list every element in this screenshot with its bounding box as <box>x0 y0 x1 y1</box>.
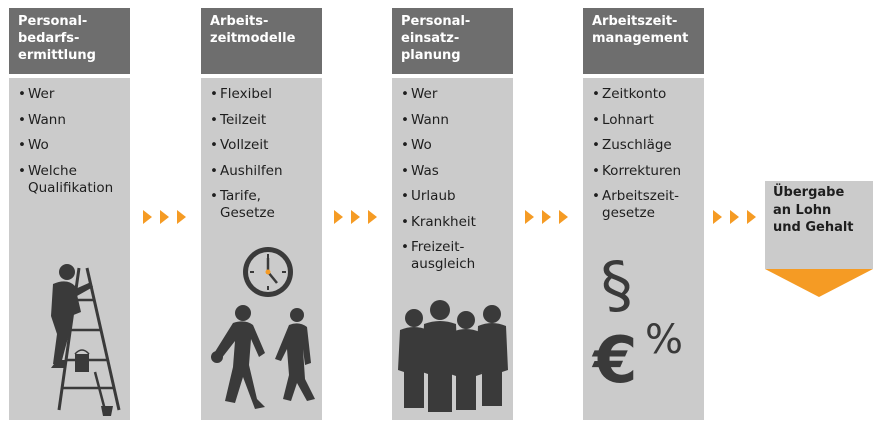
title-line: Personal- <box>18 14 88 29</box>
list-item: Arbeitszeit- gesetze <box>592 188 681 222</box>
column-title: Personal- bedarfs- ermittlung <box>18 13 96 64</box>
list-item: Wo <box>401 137 476 154</box>
list-item: Wer <box>18 86 113 103</box>
list-item: Aushilfen <box>210 163 283 180</box>
column-arbeitszeitmanagement: Arbeitszeit- management Zeitkonto Lohnar… <box>583 8 704 420</box>
flow-arrows <box>334 210 382 226</box>
result-title: Übergabe an Lohn und Gehalt <box>773 184 854 237</box>
title-line: bedarfs- <box>18 31 80 46</box>
chevron-right-icon <box>143 210 152 224</box>
chevron-right-icon <box>351 210 360 224</box>
list-item: Zeitkonto <box>592 86 681 103</box>
bullet-list: Wer Wann Wo Welche Qualifikation <box>9 86 113 205</box>
column-header: Arbeitszeit- management <box>583 8 704 74</box>
list-item: Korrekturen <box>592 163 681 180</box>
chevron-right-icon <box>730 210 739 224</box>
chevron-right-icon <box>559 210 568 224</box>
clock-icon <box>243 247 293 297</box>
column-header: Personal- einsatz- planung <box>392 8 513 74</box>
chevron-right-icon <box>334 210 343 224</box>
list-item: Teilzeit <box>210 112 283 129</box>
title-line: Arbeits- <box>210 14 269 29</box>
chevron-right-icon <box>747 210 756 224</box>
chevron-right-icon <box>525 210 534 224</box>
column-title: Personal- einsatz- planung <box>401 13 470 64</box>
chevron-right-icon <box>177 210 186 224</box>
worker-on-ladder-icon <box>51 264 121 416</box>
list-item: Wer <box>401 86 476 103</box>
chevron-right-icon <box>160 210 169 224</box>
list-item: Wann <box>401 112 476 129</box>
header-divider <box>9 74 130 78</box>
paragraph-symbol-icon: § <box>596 246 637 323</box>
down-arrow-icon <box>765 269 873 297</box>
column-title: Arbeits- zeitmodelle <box>210 13 295 47</box>
list-item: Wann <box>18 112 113 129</box>
list-item: Freizeit- ausgleich <box>401 239 476 273</box>
title-line: Übergabe <box>773 185 845 200</box>
title-line: und Gehalt <box>773 220 854 235</box>
list-item: Flexibel <box>210 86 283 103</box>
percent-symbol-icon: % <box>645 317 684 363</box>
euro-symbol-icon: € <box>593 324 638 398</box>
list-item: Welche Qualifikation <box>18 163 113 197</box>
chevron-right-icon <box>368 210 377 224</box>
title-line: ermittlung <box>18 48 96 63</box>
chevron-right-icon <box>542 210 551 224</box>
column-arbeitszeitmodelle: Arbeits- zeitmodelle Flexibel Teilzeit V… <box>201 8 322 420</box>
people-silhouette-icon <box>211 305 315 409</box>
list-item: Lohnart <box>592 112 681 129</box>
chevron-right-icon <box>713 210 722 224</box>
column-personaleinsatzplanung: Personal- einsatz- planung Wer Wann Wo W… <box>392 8 513 420</box>
list-item: Krankheit <box>401 214 476 231</box>
title-line: Personal- <box>401 14 471 29</box>
title-line: management <box>592 31 689 46</box>
result-box: Übergabe an Lohn und Gehalt <box>765 181 873 269</box>
flow-arrows <box>525 210 573 226</box>
list-item: Was <box>401 163 476 180</box>
column-header: Arbeits- zeitmodelle <box>201 8 322 74</box>
header-divider <box>392 74 513 78</box>
title-line: an Lohn <box>773 202 832 218</box>
header-divider <box>583 74 704 78</box>
list-item: Zuschläge <box>592 137 681 154</box>
bullet-list: Wer Wann Wo Was Urlaub Krankheit Freizei… <box>392 86 476 282</box>
title-line: planung <box>401 48 461 63</box>
list-item: Wo <box>18 137 113 154</box>
flow-arrows <box>713 210 761 226</box>
title-line: einsatz- <box>401 31 460 46</box>
title-line: Arbeitszeit- <box>592 14 678 29</box>
group-of-workers-icon <box>398 300 508 412</box>
header-divider <box>201 74 322 78</box>
column-personalbedarfsermittlung: Personal- bedarfs- ermittlung Wer Wann W… <box>9 8 130 420</box>
column-title: Arbeitszeit- management <box>592 13 688 47</box>
list-item: Vollzeit <box>210 137 283 154</box>
title-line: zeitmodelle <box>210 31 296 46</box>
list-item: Tarife, Gesetze <box>210 188 283 222</box>
column-header: Personal- bedarfs- ermittlung <box>9 8 130 74</box>
list-item: Urlaub <box>401 188 476 205</box>
bullet-list: Flexibel Teilzeit Vollzeit Aushilfen Tar… <box>201 86 283 231</box>
flow-arrows <box>143 210 191 226</box>
bullet-list: Zeitkonto Lohnart Zuschläge Korrekturen … <box>583 86 681 231</box>
